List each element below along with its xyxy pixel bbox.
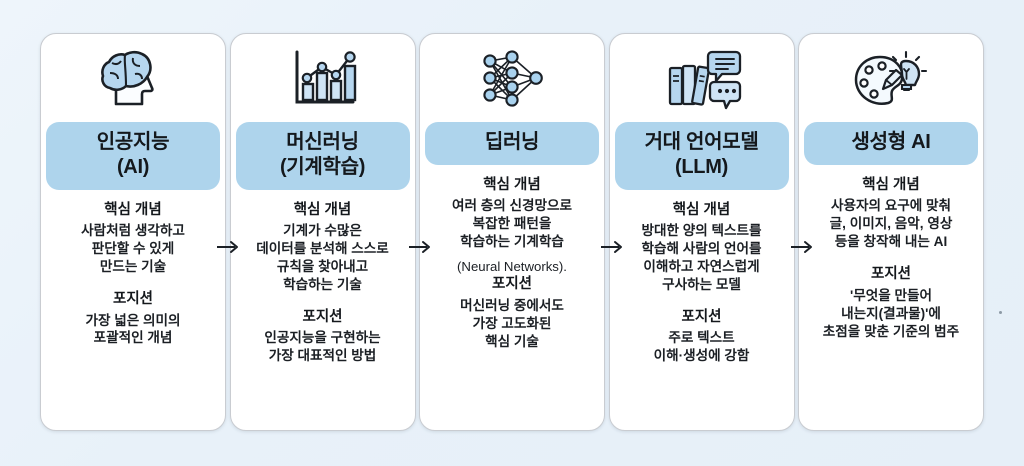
card-title-line-2: (AI): [116, 155, 150, 178]
card-title-machine-learning: 머신러닝 (기계학습): [235, 122, 410, 190]
card-body-generative-ai: 핵심 개념 사용자의 요구에 맞춰 글, 이미지, 음악, 영상 등을 창작해 …: [799, 165, 983, 430]
card-machine-learning[interactable]: 머신러닝 (기계학습) 핵심 개념 기계가 수많은 데이터를 분석해 스스로 규…: [229, 33, 416, 431]
card-body-machine-learning: 핵심 개념 기계가 수많은 데이터를 분석해 스스로 규칙을 찾아내고 학습하는…: [231, 190, 415, 430]
background-speck: [999, 311, 1002, 314]
concept-note: (Neural Networks).: [457, 259, 567, 275]
brain-head-icon: [41, 34, 225, 122]
position-label: 포지션: [112, 290, 154, 307]
neural-network-icon: [420, 34, 604, 122]
card-title-llm: 거대 언어모델 (LLM): [614, 122, 789, 190]
concept-text: 기계가 수많은 데이터를 분석해 스스로 규칙을 찾아내고 학습하는 기술: [256, 223, 389, 292]
concept-text: 방대한 양의 텍스트를 학습해 사람의 언어를 이해하고 자연스럽게 구사하는 …: [641, 223, 762, 292]
concept-label: 핵심 개념: [483, 176, 541, 193]
concept-label: 핵심 개념: [672, 201, 731, 218]
card-title-line-2: (기계학습): [279, 155, 366, 178]
concept-label: 핵심 개념: [293, 201, 352, 218]
position-label: 포지션: [681, 308, 722, 325]
card-title-line-2: (LLM): [675, 155, 728, 178]
concept-text: 사용자의 요구에 맞춰 글, 이미지, 음악, 영상 등을 창작해 내는 AI: [829, 198, 953, 250]
card-generative-ai[interactable]: 생성형 AI 핵심 개념 사용자의 요구에 맞춰 글, 이미지, 음악, 영상 …: [798, 33, 984, 431]
card-deep-learning[interactable]: 딥러닝 핵심 개념 여러 층의 신경망으로 복잡한 패턴을 학습하는 기계학습 …: [419, 33, 605, 431]
card-title-ai: 인공지능 (AI): [46, 122, 220, 190]
position-text: 주로 텍스트 이해·생성에 강함: [653, 330, 750, 364]
card-title-generative-ai: 생성형 AI: [804, 122, 978, 165]
position-text: '무엇을 만들어 내는지(결과물)'에 초점을 맞춘 기준의 범주: [822, 287, 960, 339]
card-title-line-1: 머신러닝: [286, 131, 359, 153]
card-body-ai: 핵심 개념 사람처럼 생각하고 판단할 수 있게 만드는 기술 포지션 가장 넓…: [41, 190, 225, 430]
card-title-line-1: 딥러닝: [484, 131, 540, 153]
position-text: 인공지능을 구현하는 가장 대표적인 방법: [264, 330, 381, 364]
position-label: 포지션: [870, 266, 912, 283]
card-title-line-1: 인공지능: [96, 131, 170, 153]
position-label: 포지션: [302, 308, 343, 325]
card-title-deep-learning: 딥러닝: [425, 122, 599, 165]
concept-text: 여러 층의 신경망으로 복잡한 패턴을 학습하는 기계학습: [451, 198, 573, 250]
card-body-llm: 핵심 개념 방대한 양의 텍스트를 학습해 사람의 언어를 이해하고 자연스럽게…: [610, 190, 794, 430]
card-title-line-1: 거대 언어모델: [644, 131, 759, 153]
concept-label: 핵심 개념: [862, 176, 920, 193]
card-large-language-model[interactable]: 거대 언어모델 (LLM) 핵심 개념 방대한 양의 텍스트를 학습해 사람의 …: [608, 33, 795, 431]
palette-bulb-icon: [799, 34, 983, 122]
concept-label: 핵심 개념: [104, 201, 162, 218]
position-label: 포지션: [491, 276, 533, 293]
position-text: 가장 넓은 의미의 포괄적인 개념: [85, 312, 181, 346]
books-chat-icon: [610, 34, 794, 122]
position-text: 머신러닝 중에서도 가장 고도화된 핵심 기술: [460, 297, 564, 349]
card-title-line-1: 생성형 AI: [851, 131, 931, 153]
card-body-deep-learning: 핵심 개념 여러 층의 신경망으로 복잡한 패턴을 학습하는 기계학습 (Neu…: [420, 165, 604, 430]
card-artificial-intelligence[interactable]: 인공지능 (AI) 핵심 개념 사람처럼 생각하고 판단할 수 있게 만드는 기…: [40, 33, 226, 431]
concept-text: 사람처럼 생각하고 판단할 수 있게 만드는 기술: [81, 223, 185, 275]
bar-chart-line-icon: [231, 34, 415, 122]
